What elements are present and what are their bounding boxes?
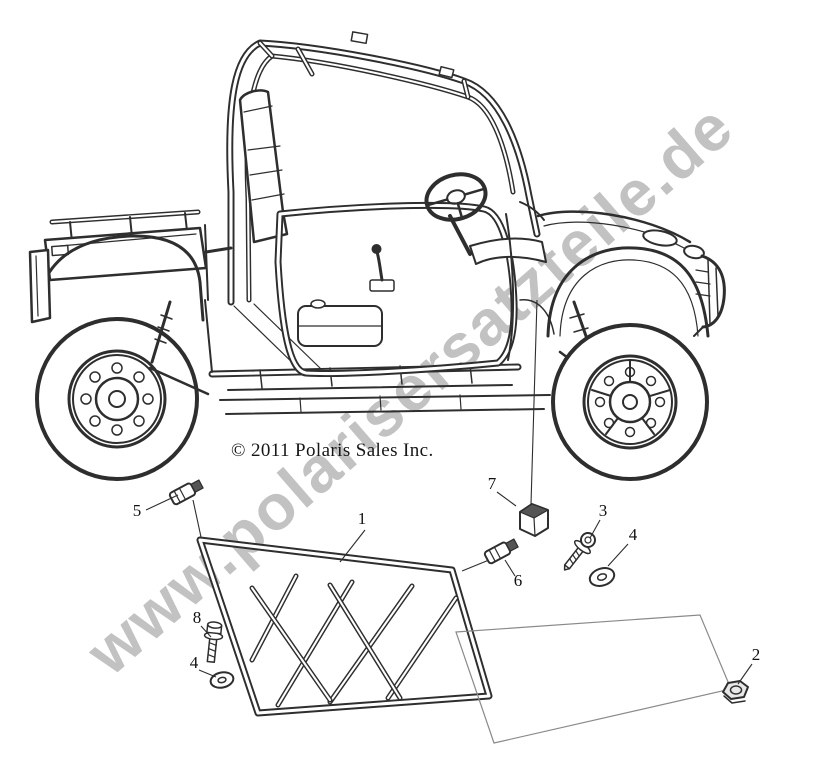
front-wheel xyxy=(551,323,709,481)
part-1-panel-frame xyxy=(196,536,493,717)
callout-4-front: 4 xyxy=(629,525,638,544)
callout-8: 8 xyxy=(193,608,202,627)
callout-6: 6 xyxy=(514,571,523,590)
steering-wheel xyxy=(424,172,547,265)
callout-2: 2 xyxy=(752,645,761,664)
callout-labels: 1 2 3 4 4 5 6 7 8 xyxy=(133,474,761,672)
rear-bed xyxy=(43,209,208,282)
rear-suspension xyxy=(148,300,210,396)
cab-opening-frame xyxy=(274,201,518,377)
seat xyxy=(238,89,289,244)
callout-5: 5 xyxy=(133,501,142,520)
part-5-rivet xyxy=(168,479,204,506)
front-body xyxy=(505,201,726,361)
part-3-screw xyxy=(563,532,596,571)
callout-4-rear: 4 xyxy=(190,653,199,672)
part-8-bolt xyxy=(203,621,224,664)
callout-7: 7 xyxy=(488,474,497,493)
copyright-text: © 2011 Polaris Sales Inc. xyxy=(231,440,434,461)
part-6-rivet xyxy=(483,538,519,565)
center-console xyxy=(297,244,395,347)
part-7-clip xyxy=(519,503,549,537)
rear-wheel xyxy=(35,317,199,481)
part-2-nut xyxy=(722,680,749,704)
callout-3: 3 xyxy=(599,501,608,520)
vehicle-illustration xyxy=(28,31,726,481)
locator-line-part-5 xyxy=(192,499,202,538)
part-4-washer-front xyxy=(588,567,616,587)
panel-outline-ghost xyxy=(455,614,732,744)
rear-fender xyxy=(28,224,209,324)
locator-line-part-6 xyxy=(461,559,490,572)
callout-1: 1 xyxy=(358,509,367,528)
part-4-washer-rear xyxy=(209,671,235,689)
callout-leader-lines xyxy=(145,491,753,685)
locator-line-part-7 xyxy=(530,299,538,505)
parts xyxy=(168,299,749,744)
